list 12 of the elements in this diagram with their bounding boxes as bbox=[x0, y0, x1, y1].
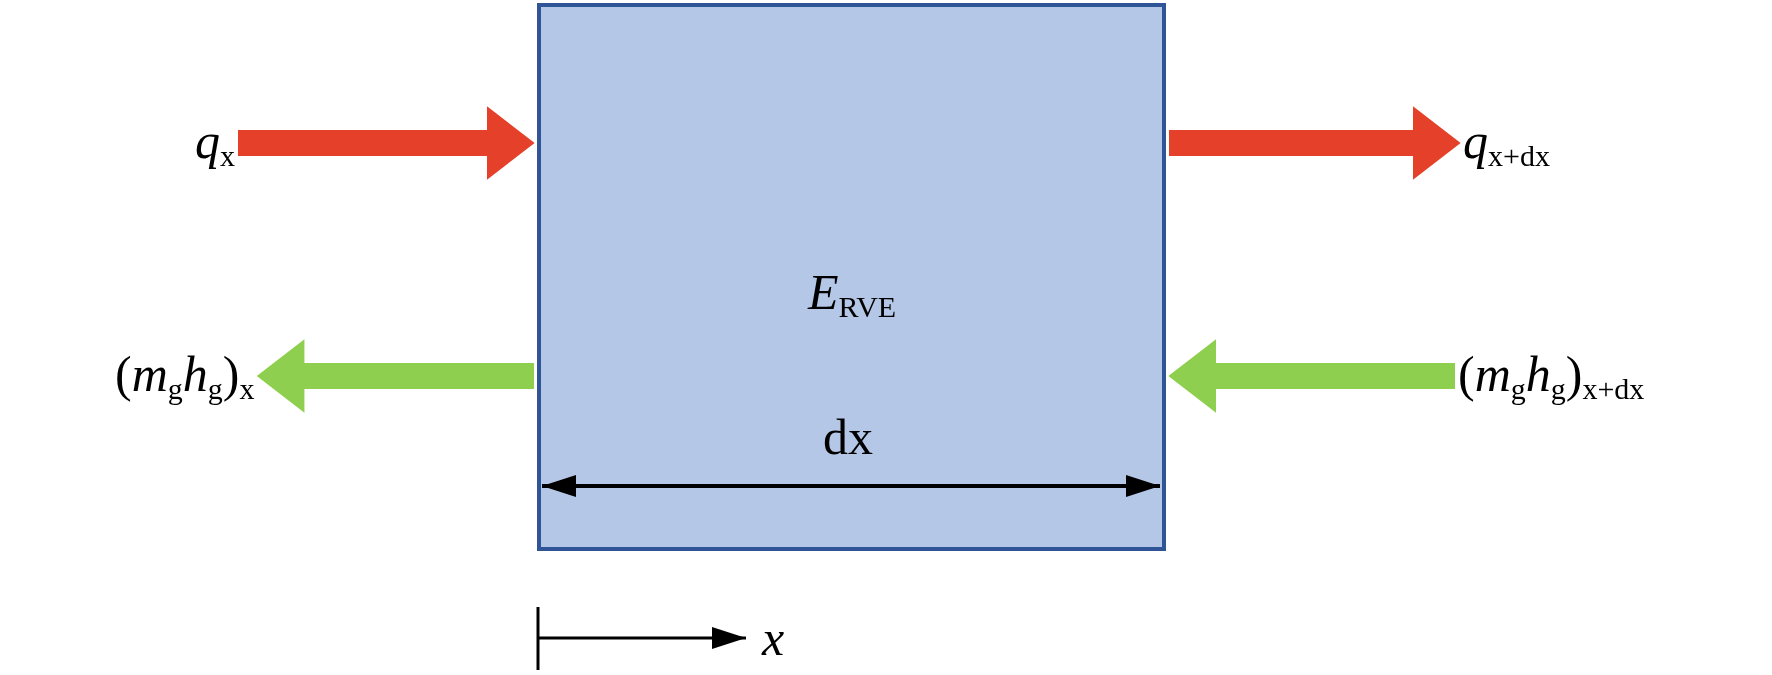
flux-arrow bbox=[256, 339, 534, 413]
flux-label: q$_{x+dx}$ bbox=[1463, 115, 1550, 170]
flux-label: (m$_{g}$h$_{g}$)$_{x}$ bbox=[115, 348, 255, 403]
volume-label: E$_{RVE}$ bbox=[808, 266, 897, 321]
flux-arrow bbox=[1169, 106, 1461, 180]
control-volume-box bbox=[537, 3, 1166, 551]
axis-label: x bbox=[762, 613, 785, 663]
flux-arrow bbox=[1168, 339, 1455, 413]
dimension-label: dx bbox=[823, 412, 873, 462]
flux-label: (m$_{g}$h$_{g}$)$_{x+dx}$ bbox=[1458, 348, 1645, 403]
flux-arrow bbox=[238, 106, 535, 180]
flux-label: q$_{x}$ bbox=[195, 115, 235, 170]
